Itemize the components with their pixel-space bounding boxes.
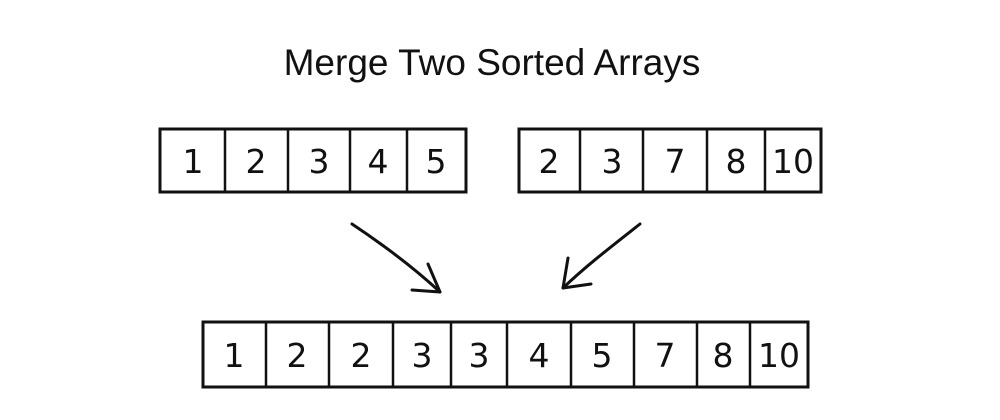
merged-array-cell: 4: [529, 336, 550, 375]
right-array-cell: 2: [539, 142, 560, 181]
merged-array: 1 2 2 3 3 4 5 7 8 10: [201, 320, 810, 389]
left-array-cell: 2: [246, 142, 267, 181]
merged-array-cell: 7: [655, 336, 676, 375]
diagram-title: Merge Two Sorted Arrays: [284, 42, 701, 83]
arrow-head: [410, 262, 442, 294]
arrow-shaft: [561, 222, 642, 290]
merged-array-cell: 3: [412, 336, 433, 375]
merged-array-cell: 1: [224, 336, 245, 375]
arrow-shaft: [350, 222, 442, 294]
left-array-cell: 1: [183, 142, 204, 181]
left-merge-arrow: [350, 222, 442, 294]
merged-array-cell: 10: [758, 336, 800, 375]
merged-array-box: [201, 320, 810, 389]
right-array-cell: 10: [772, 142, 814, 181]
left-array-cell: 3: [309, 142, 330, 181]
right-array-cell: 7: [665, 142, 686, 181]
left-array: 1 2 3 4 5: [158, 127, 468, 194]
left-array-box: [158, 127, 468, 194]
right-array-box: [517, 127, 823, 194]
merged-array-cell: 8: [713, 336, 734, 375]
merged-array-cell: 2: [287, 336, 308, 375]
arrow-head: [561, 256, 593, 290]
left-array-cell: 5: [426, 142, 447, 181]
merged-array-cell: 5: [592, 336, 613, 375]
right-array-cell: 8: [726, 142, 747, 181]
right-array: 2 3 7 8 10: [517, 127, 823, 194]
merged-array-cell: 2: [351, 336, 372, 375]
merged-array-cell: 3: [469, 336, 490, 375]
left-array-cell: 4: [368, 142, 389, 181]
right-merge-arrow: [561, 222, 642, 290]
right-array-cell: 3: [602, 142, 623, 181]
